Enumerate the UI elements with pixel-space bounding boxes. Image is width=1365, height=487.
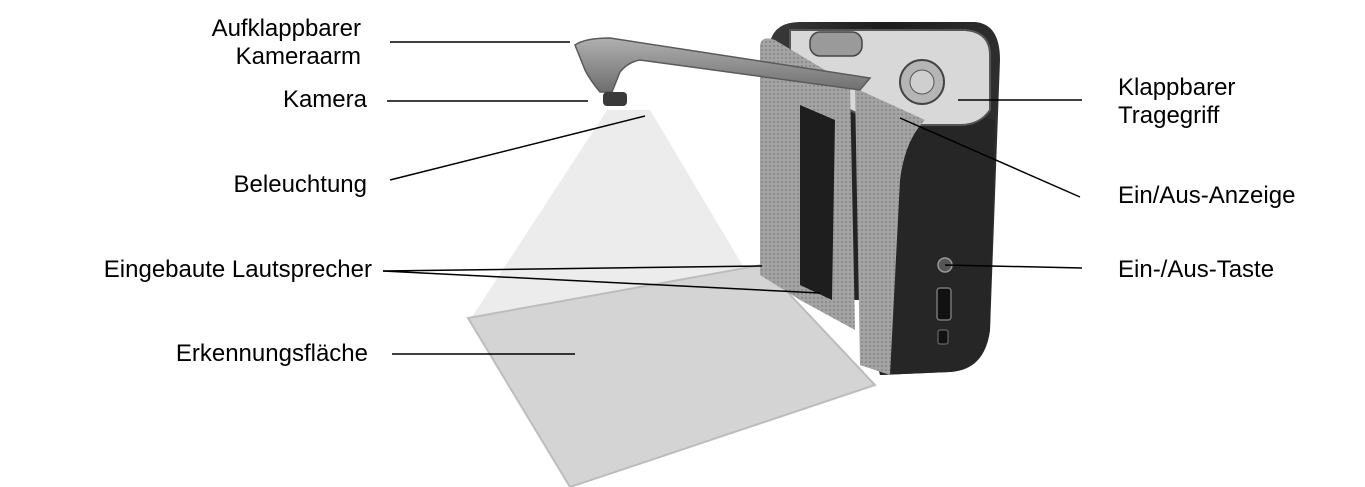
label-camera-arm: Aufklappbarer Kameraarm: [165, 15, 361, 71]
usb-port: [938, 330, 948, 344]
side-port: [937, 288, 951, 320]
label-power-button: Ein-/Aus-Taste: [1118, 256, 1274, 284]
label-speakers: Eingebaute Lautsprecher: [0, 256, 372, 284]
top-slider-control: [810, 32, 862, 56]
label-camera: Kamera: [200, 86, 367, 114]
label-handle-line2: Tragegriff: [1118, 102, 1235, 130]
label-handle: Klappbarer Tragegriff: [1118, 74, 1235, 130]
camera-lens: [603, 92, 627, 106]
label-camera-arm-line2: Kameraarm: [165, 43, 361, 71]
label-recognition-area: Erkennungsfläche: [100, 340, 368, 368]
label-lighting: Beleuchtung: [150, 171, 367, 199]
device-slot: [800, 105, 835, 300]
label-power-indicator: Ein/Aus-Anzeige: [1118, 182, 1295, 210]
label-handle-line1: Klappbarer: [1118, 74, 1235, 102]
label-camera-arm-line1: Aufklappbarer: [165, 15, 361, 43]
